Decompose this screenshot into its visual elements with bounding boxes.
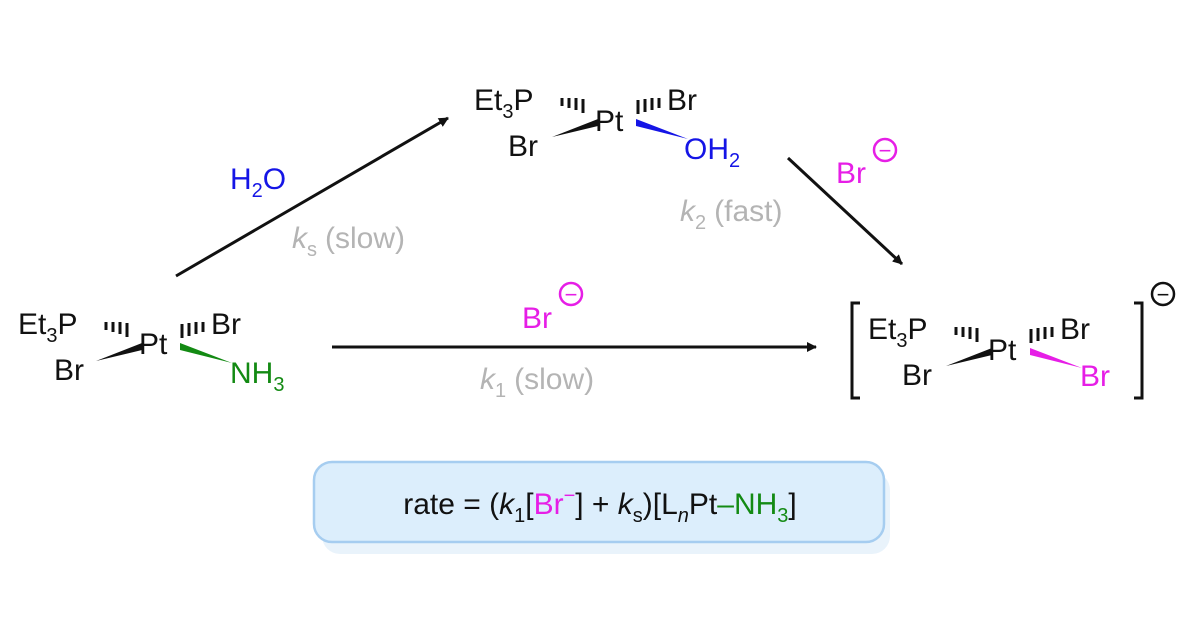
product-right-bracket	[1134, 301, 1144, 400]
product-left-bracket	[850, 301, 860, 400]
k1-rate-label: k1(slow)	[480, 363, 594, 402]
reactant-hash-bond-br	[180, 322, 205, 338]
product-hash-bond-p	[954, 327, 979, 342]
product-wedge-br-new	[1030, 348, 1082, 368]
reactant-complex: Et3P Pt Br Br NH3	[18, 308, 284, 396]
fast-step-br-label: Br	[836, 157, 866, 190]
product-pt-label: Pt	[988, 334, 1017, 367]
reactant-wedge-br	[96, 343, 142, 361]
intermediate-br-top-label: Br	[667, 84, 697, 117]
arrow-fast-substitution	[786, 156, 904, 266]
rate-law-equation: rate = (k1[Br−] + ks)[LnPt–NH3]	[403, 485, 797, 527]
product-wedge-br-left	[946, 348, 992, 366]
ks-rate-label: ks(slow)	[292, 222, 405, 261]
reactant-pt-label: Pt	[139, 328, 168, 361]
product-et3p-label: Et3P	[868, 313, 928, 352]
intermediate-et3p-label: Et3P	[474, 84, 534, 123]
fast-step-bromide: Br −	[836, 137, 898, 190]
product-negative-charge: −	[1150, 281, 1176, 307]
intermediate-oh2-label: OH2	[684, 133, 740, 172]
intermediate-br-left-label: Br	[508, 130, 538, 163]
intermediate-hash-bond-p	[560, 98, 585, 113]
direct-step-br-label: Br	[522, 302, 552, 335]
intermediate-pt-label: Pt	[595, 105, 624, 138]
reactant-nh3-label: NH3	[230, 357, 284, 396]
reactant-et3p-label: Et3P	[18, 308, 78, 347]
rate-law-box: rate = (k1[Br−] + ks)[LnPt–NH3]	[312, 460, 890, 554]
water-reagent-label: H2O	[230, 163, 286, 202]
reactant-br-top-label: Br	[211, 308, 241, 341]
product-br-new-label: Br	[1080, 360, 1110, 393]
direct-step-bromide: Br −	[522, 281, 584, 335]
intermediate-wedge-oh2	[636, 119, 688, 139]
product-charge-sign: −	[1157, 282, 1170, 307]
fast-step-charge-sign: −	[879, 138, 892, 163]
arrow-solvolysis	[175, 116, 449, 278]
reactant-br-left-label: Br	[54, 354, 84, 387]
product-br-top-label: Br	[1060, 313, 1090, 346]
direct-step-charge-sign: −	[565, 282, 578, 307]
intermediate-wedge-br	[552, 119, 598, 137]
product-hash-bond-br	[1029, 327, 1054, 343]
reactant-hash-bond-p	[104, 322, 129, 337]
reactant-wedge-nh3	[180, 343, 232, 363]
intermediate-hash-bond-br	[636, 98, 661, 114]
aqua-intermediate: Et3P Pt Br Br OH2	[474, 84, 740, 172]
product-complex: − Et3P Pt Br Br Br	[850, 281, 1176, 400]
product-br-left-label: Br	[902, 359, 932, 392]
k2-rate-label: k2(fast)	[680, 195, 782, 234]
